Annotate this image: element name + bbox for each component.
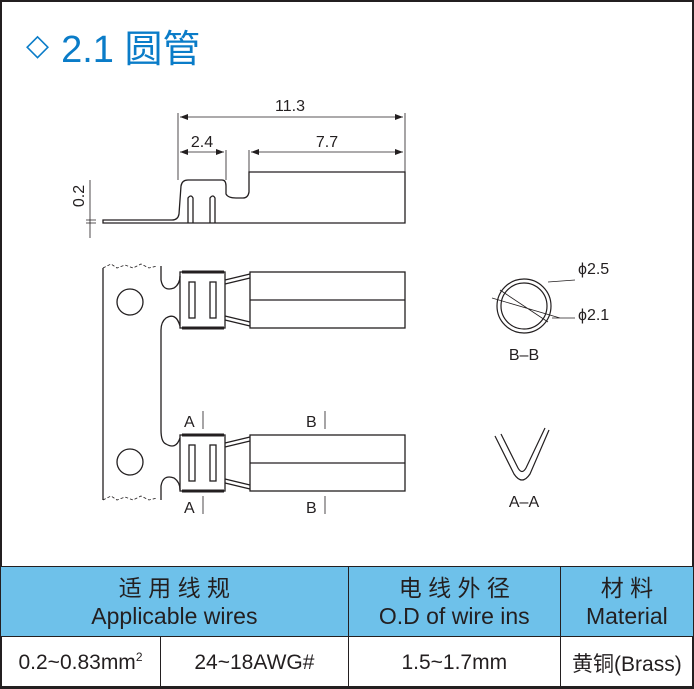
section-title: ◇ 2.1 圆管: [26, 18, 200, 73]
dim-inner-dia: ϕ2.1: [578, 307, 609, 324]
cell-od: 1.5~1.7mm: [347, 636, 561, 689]
header-en: Material: [585, 602, 668, 629]
section-title-text: 2.1 圆管: [61, 29, 201, 71]
dim-thickness: 0.2: [71, 185, 88, 207]
header-cn: 材 料: [600, 574, 654, 601]
dim-crimp: 2.4: [191, 134, 213, 151]
header-en: O.D of wire ins: [378, 602, 530, 629]
cell-material: 黄铜(Brass): [559, 636, 694, 689]
label-aa: A–A: [509, 494, 540, 511]
cell-mm2: 0.2~0.83mm2: [0, 636, 161, 689]
dim-tube: 7.7: [316, 134, 338, 151]
section-a-bottom: A: [184, 500, 195, 517]
dim-outer-dia: ϕ2.5: [578, 261, 609, 278]
mm2-value: 0.2~0.83mm: [18, 651, 136, 674]
section-b-top: B: [306, 414, 317, 431]
header-cn: 电 线 外 径: [398, 574, 510, 601]
section-bb: ϕ2.5 ϕ2.1 B–B: [491, 261, 609, 364]
section-a-top: A: [184, 414, 195, 431]
mm2-superscript: 2: [135, 650, 143, 664]
header-en: Applicable wires: [91, 602, 258, 629]
terminal-drawing: 11.3 2.4 7.7 0.2 A B A B ϕ2.5 ϕ2.1 B–B A…: [71, 98, 609, 517]
table-row: 0.2~0.83mm2 24~18AWG# 1.5~1.7mm 黄铜(Brass…: [0, 636, 694, 689]
top-view: A B A B: [102, 263, 407, 517]
header-cn: 适 用 线 规: [118, 574, 230, 601]
cell-awg: 24~18AWG#: [160, 636, 349, 689]
dim-overall: 11.3: [275, 98, 305, 115]
section-b-bottom: B: [306, 500, 317, 517]
section-aa: A–A: [494, 427, 550, 511]
side-view: 11.3 2.4 7.7 0.2: [71, 98, 406, 238]
label-bb: B–B: [509, 347, 539, 364]
diamond-outline-icon: ◇: [26, 29, 50, 62]
